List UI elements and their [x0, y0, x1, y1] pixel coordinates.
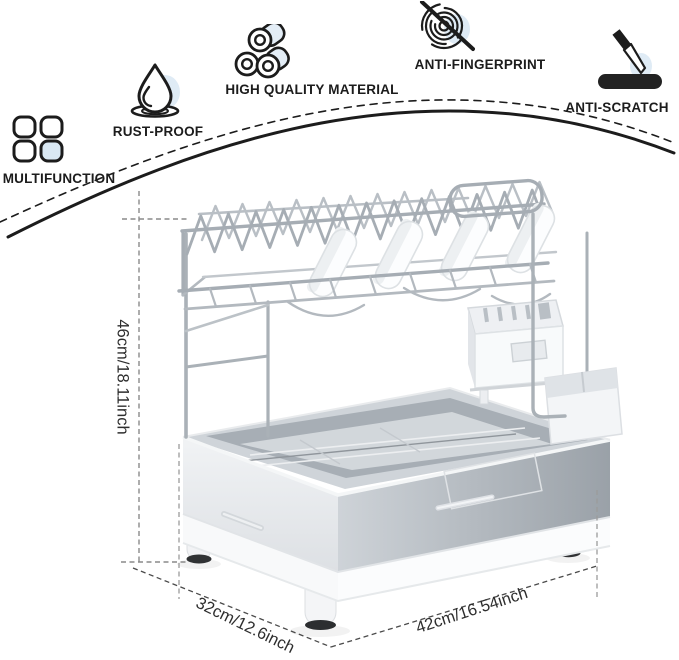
feature-label-high-quality-material: HIGH QUALITY MATERIAL: [225, 82, 399, 97]
crossed-fingerprint-icon: [420, 1, 475, 51]
feature-label-anti-scratch: ANTI-SCRATCH: [565, 100, 669, 115]
dimension-lines: [121, 191, 598, 648]
chrome-frame: [184, 231, 589, 439]
water-drop-icon: [130, 63, 180, 118]
tier-handle: [448, 178, 544, 219]
grid-squares-icon: [12, 115, 64, 163]
utensil-caddy: [544, 367, 623, 445]
steel-pipes-icon: [234, 24, 290, 79]
knife-scratch-icon: [598, 29, 662, 89]
drainboard-basin: [182, 386, 611, 603]
top-wire-tier: [177, 178, 558, 317]
feature-label-multifunction: MULTIFUNCTION: [2, 171, 116, 186]
height-dimension-label: 46cm/18.11inch: [113, 319, 132, 435]
right-chrome-post: [531, 212, 567, 419]
feature-label-anti-fingerprint: ANTI-FINGERPRINT: [414, 57, 546, 72]
decorative-swoosh: [0, 99, 676, 239]
feature-label-rust-proof: RUST-PROOF: [112, 124, 204, 139]
cup-holders: [306, 202, 556, 298]
